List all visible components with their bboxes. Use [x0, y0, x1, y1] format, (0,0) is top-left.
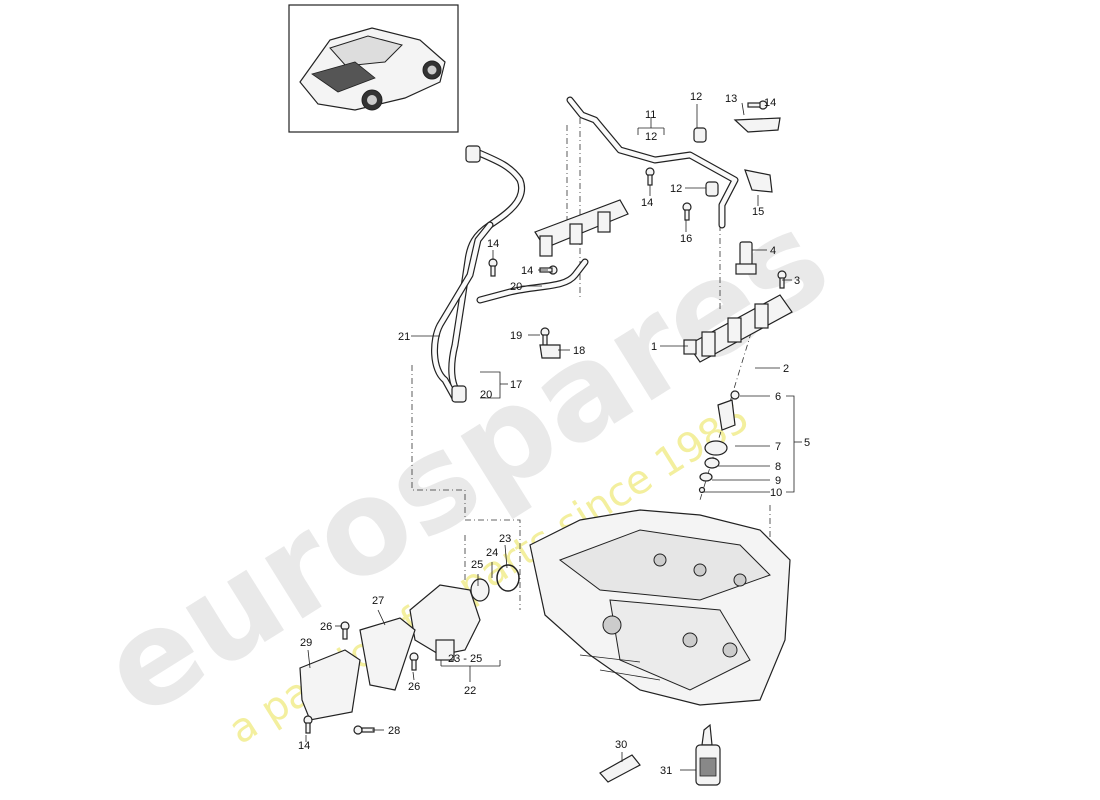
callout-20a: 20	[510, 281, 522, 293]
callout-12b: 12	[690, 91, 702, 103]
injector-5	[698, 390, 740, 494]
callout-23: 23	[499, 533, 511, 545]
callout-14d: 14	[521, 265, 533, 277]
car-thumbnail-icon	[299, 27, 446, 111]
engine-block	[529, 509, 791, 706]
callout-11: 11	[645, 109, 656, 121]
fuel-rail-1	[683, 294, 793, 363]
callout-2: 2	[783, 363, 789, 375]
callout-31: 31	[660, 765, 672, 777]
callout-5: 5	[804, 437, 810, 449]
callout-18: 18	[573, 345, 585, 357]
coolant-hose-21	[431, 145, 526, 403]
heat-shield-29	[299, 649, 361, 721]
callout-9: 9	[775, 475, 781, 487]
car-thumbnail	[288, 4, 459, 133]
heat-shield-27	[359, 617, 416, 691]
bracket-18	[539, 344, 561, 359]
callout-7: 7	[775, 441, 781, 453]
callout-29: 29	[300, 637, 312, 649]
hose-20	[476, 258, 589, 304]
callout-26a: 26	[320, 621, 332, 633]
sealant-tube-30	[599, 754, 641, 783]
bracket-13	[733, 117, 781, 133]
callout-28: 28	[388, 725, 400, 737]
callout-23-25: 23 - 25	[448, 653, 482, 665]
callout-14a: 14	[764, 97, 776, 109]
sealant-bottle-31	[695, 723, 721, 786]
clip-12	[693, 127, 719, 197]
callout-22: 22	[464, 685, 476, 697]
callout-13: 13	[725, 93, 737, 105]
callout-12c: 12	[670, 183, 682, 195]
callout-19: 19	[510, 330, 522, 342]
coolant-housing-22	[409, 564, 520, 661]
callout-25: 25	[471, 559, 483, 571]
pressure-sensor-4	[735, 241, 757, 275]
callout-12a: 12	[645, 131, 657, 143]
callout-4: 4	[770, 245, 776, 257]
callout-8: 8	[775, 461, 781, 473]
fuel-line-11	[566, 96, 739, 229]
callout-3: 3	[794, 275, 800, 287]
callout-24: 24	[486, 547, 498, 559]
callout-30: 30	[615, 739, 627, 751]
callout-21: 21	[398, 331, 410, 343]
callout-14b: 14	[641, 197, 653, 209]
leader-lines	[305, 102, 802, 771]
callout-27: 27	[372, 595, 384, 607]
fuel-rail-rear	[534, 199, 629, 257]
callouts: 1 2 3 4 5 6 7 8 9 10 11 12 12 12 13 14 1…	[298, 91, 810, 777]
bracket-15	[744, 169, 773, 193]
callout-16: 16	[680, 233, 692, 245]
callout-14e: 14	[298, 740, 310, 752]
lower-bolts	[303, 621, 419, 735]
callout-17: 17	[510, 379, 522, 391]
callout-6: 6	[775, 391, 781, 403]
callout-15: 15	[752, 206, 764, 218]
callout-1: 1	[651, 341, 657, 353]
callout-26b: 26	[408, 681, 420, 693]
callout-20b: 20	[480, 389, 492, 401]
callout-10: 10	[770, 487, 782, 499]
callout-14c: 14	[487, 238, 499, 250]
